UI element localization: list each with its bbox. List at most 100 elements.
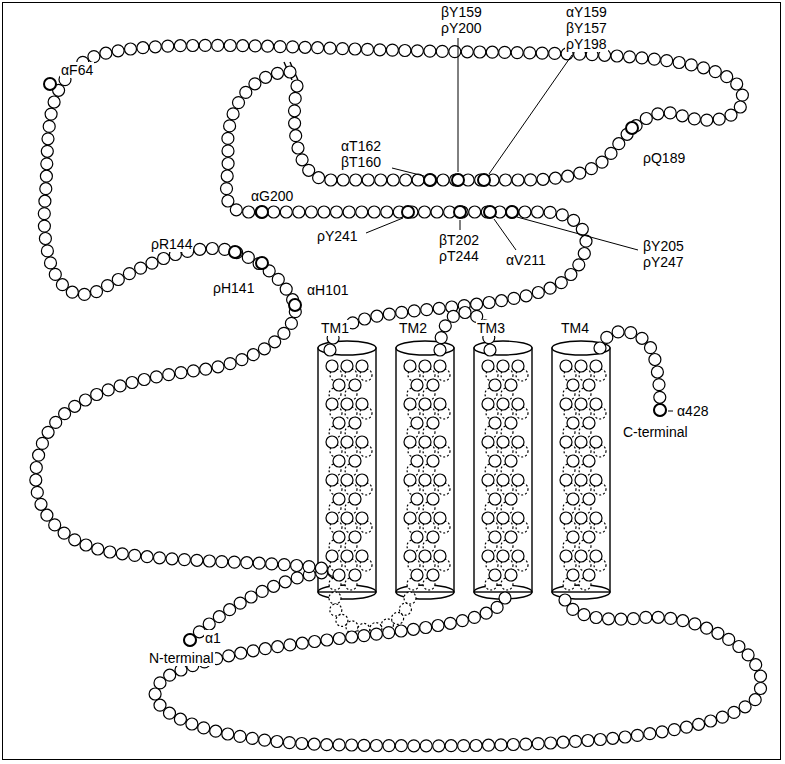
residue-bead [39, 195, 51, 207]
residue-bead [184, 634, 196, 646]
residue-bead [387, 174, 399, 186]
residue-bead [590, 360, 602, 372]
residue-bead [411, 379, 423, 391]
residue-bead [331, 206, 343, 218]
residue-bead [449, 46, 461, 58]
residue-bead [41, 145, 53, 157]
segment-label: TM2 [398, 320, 428, 336]
residue-bead [559, 594, 571, 606]
residue-bead [399, 45, 411, 57]
residue-bead [565, 269, 577, 281]
residue-bead [158, 253, 170, 265]
residue-bead [557, 736, 569, 748]
residue-bead [324, 344, 336, 356]
residue-bead [519, 206, 531, 218]
residue-bead [419, 360, 431, 372]
residue-bead [404, 474, 416, 486]
residue-bead [291, 560, 303, 572]
residue-bead [701, 114, 713, 126]
residue-bead [212, 361, 224, 373]
residue-bead [356, 436, 368, 448]
residue-bead [278, 559, 290, 571]
residue-bead [279, 576, 291, 588]
residue-bead [396, 306, 408, 318]
segment-label: TM3 [476, 320, 506, 336]
residue-bead [292, 142, 304, 154]
residue-bead [575, 550, 587, 562]
residue-label: αY159 [565, 4, 608, 20]
residue-bead [186, 718, 198, 730]
residue-bead [305, 206, 317, 218]
residue-bead [731, 78, 743, 90]
residue-label: αF64 [60, 62, 94, 78]
residue-bead [567, 531, 579, 543]
residue-bead [349, 43, 361, 55]
residue-bead [187, 365, 199, 377]
residue-bead [274, 41, 286, 53]
residue-bead [648, 53, 660, 65]
residue-bead [567, 455, 579, 467]
residue-bead [728, 706, 740, 718]
residue-bead [640, 611, 652, 623]
residue-bead [375, 174, 387, 186]
residue-bead [489, 569, 501, 581]
residue-bead [381, 206, 393, 218]
residue-bead [78, 288, 90, 300]
residue-bead [31, 486, 43, 498]
residue-bead [287, 41, 299, 53]
residue-bead [549, 172, 561, 184]
residue-bead [433, 740, 445, 752]
residue-bead [404, 360, 416, 372]
residue-bead [30, 474, 42, 486]
residue-bead [284, 639, 296, 651]
residue-bead [350, 174, 362, 186]
residue-bead [627, 613, 639, 625]
residue-bead [411, 417, 423, 429]
residue-bead [497, 550, 509, 562]
residue-bead [419, 550, 431, 562]
residue-bead [383, 740, 395, 752]
residue-label: αG200 [250, 188, 294, 204]
residue-bead [224, 604, 236, 616]
residue-bead [536, 47, 548, 59]
residue-bead [652, 611, 664, 623]
residue-bead [43, 120, 55, 132]
residue-bead [532, 206, 544, 218]
residue-bead [356, 512, 368, 524]
residue-bead [341, 398, 353, 410]
residue-bead [636, 52, 648, 64]
residue-label: ρT244 [438, 248, 480, 264]
residue-bead [486, 46, 498, 58]
residue-bead [520, 738, 532, 750]
residue-bead [154, 552, 166, 564]
residue-bead [749, 694, 761, 706]
residue-bead [260, 71, 272, 83]
residue-bead [349, 569, 361, 581]
residue-bead [603, 613, 615, 625]
residue-bead [341, 436, 353, 448]
residue-bead [91, 389, 103, 401]
residue-bead [40, 183, 52, 195]
residue-bead [434, 360, 446, 372]
residue-bead [408, 740, 420, 752]
residue-bead [411, 531, 423, 543]
residue-bead [461, 46, 473, 58]
residue-bead [654, 404, 666, 416]
residue-bead [693, 718, 705, 730]
residue-bead [79, 394, 91, 406]
residue-bead [326, 512, 338, 524]
leader-line [458, 38, 459, 172]
residue-bead [337, 43, 349, 55]
residue-bead [222, 158, 234, 170]
residue-bead [271, 736, 283, 748]
residue-bead [723, 633, 735, 645]
residue-bead [645, 342, 657, 354]
residue-bead [489, 379, 501, 391]
residue-bead [356, 206, 368, 218]
residue-bead [419, 512, 431, 524]
residue-bead [149, 688, 161, 700]
residue-bead [482, 360, 494, 372]
residue-bead [39, 233, 51, 245]
residue-bead [716, 711, 728, 723]
residue-bead [452, 174, 464, 186]
